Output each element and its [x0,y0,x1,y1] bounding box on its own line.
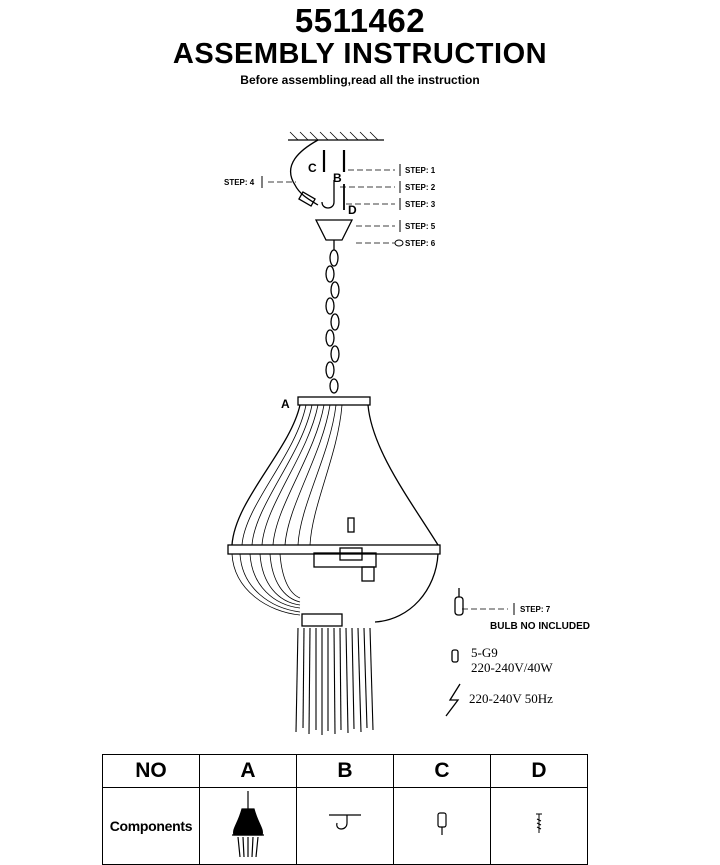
step-5-label: STEP: 5 [405,222,436,231]
hook-icon [329,813,361,830]
chandelier-icon [232,790,264,857]
step-7-label: STEP: 7 [520,605,551,614]
step-6-label: STEP: 6 [405,239,436,248]
part-label-b: B [333,171,342,185]
table-row-label: Components [102,787,200,865]
bulb-rating: 220-240V/40W [471,660,553,675]
components-table: NO A B C D Components [102,754,588,865]
top-plate [297,396,371,406]
table-header-no: NO [102,754,200,788]
bulb-type: 5-G9 [471,645,498,660]
step-2-label: STEP: 2 [405,183,436,192]
part-label-d: D [348,203,357,217]
middle-ring [227,544,441,555]
step-3-label: STEP: 3 [405,200,436,209]
model-number: 5511462 [294,2,426,39]
wire-connector-icon [437,811,447,835]
table-header-c: C [393,754,491,788]
table-header-b: B [296,754,394,788]
part-label-c: C [308,161,317,175]
canopy [314,219,354,241]
page-title: ASSEMBLY INSTRUCTION [172,38,548,70]
table-header-d: D [490,754,588,788]
step-1-label: STEP: 1 [405,166,436,175]
supply-rating: 220-240V 50Hz [469,691,553,706]
chain [325,249,340,394]
bulb-note: BULB NO INCLUDED [490,621,590,632]
table-header-a: A [199,754,297,788]
step-4-label: STEP: 4 [224,178,255,187]
page-subtitle: Before assembling,read all the instructi… [240,73,480,87]
part-label-a: A [281,397,290,411]
screw-icon [536,813,542,833]
